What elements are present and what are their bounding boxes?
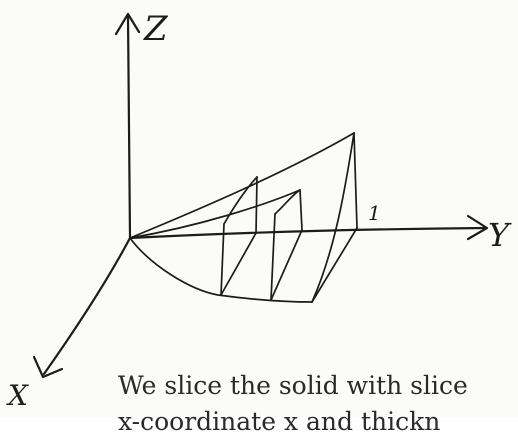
slice1-top-edge (223, 176, 258, 225)
y-axis (128, 226, 488, 240)
caption-line-1: We slice the solid with slice (118, 371, 468, 400)
caption-line-2: x-coordinate x and thickn (118, 407, 441, 436)
slice2-bottom-edge (270, 229, 303, 301)
x-axis-arrowhead (32, 355, 64, 379)
slice1-front-edge (220, 223, 225, 296)
z-axis (126, 14, 132, 240)
slice2-top-edge (274, 189, 301, 215)
back-vertical-edge (353, 132, 358, 229)
fan-line (129, 189, 301, 239)
z-axis-arrowhead (114, 12, 141, 36)
y-tick-one-label: 1 (368, 201, 381, 225)
top-edge (129, 132, 355, 239)
x-axis (42, 236, 132, 376)
slant-face-edge (311, 132, 355, 303)
solid-sketch: Z Y X 1 (6, 9, 512, 412)
slice1-back-edge (255, 176, 258, 234)
x-axis-label: X (6, 379, 29, 412)
caption-text: We slice the solid with slice x-coordina… (118, 368, 518, 440)
sketch-canvas: Z Y X 1 We slice the solid with slice x-… (6, 9, 512, 436)
base-far-edge (311, 227, 358, 303)
base-curve (129, 237, 313, 303)
slice2-front-edge (270, 213, 276, 301)
y-axis-arrowhead (466, 214, 489, 241)
y-axis-label: Y (488, 216, 512, 254)
slice2-back-edge (299, 189, 303, 231)
slice1-bottom-edge (220, 232, 257, 296)
z-axis-label: Z (143, 9, 169, 49)
